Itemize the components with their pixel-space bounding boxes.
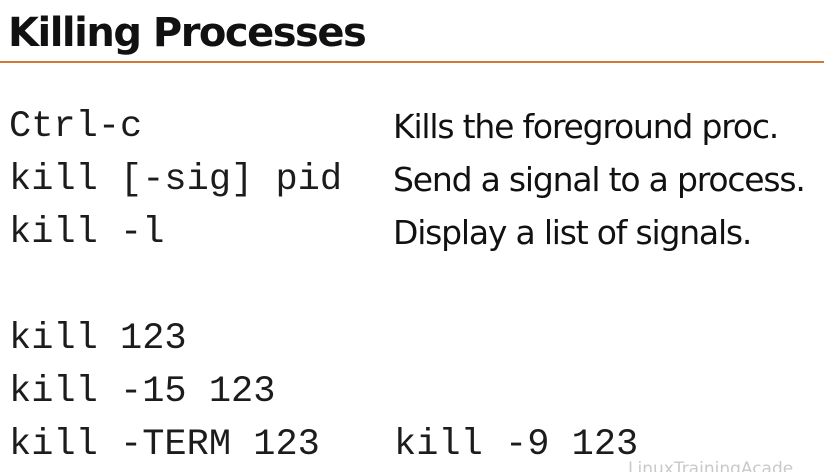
slide-title: Killing Processes	[8, 10, 367, 56]
example-kill-term-123: kill -TERM 123	[9, 424, 320, 466]
example-kill-15-123: kill -15 123	[9, 371, 276, 413]
command-ctrl-c: Ctrl-c	[9, 106, 143, 148]
command-kill-l: kill -l	[9, 212, 165, 254]
title-divider	[0, 61, 824, 63]
example-kill-9-123: kill -9 123	[394, 424, 639, 466]
command-kill-sig-pid: kill [-sig] pid	[9, 159, 343, 201]
example-kill-123: kill 123	[9, 318, 187, 360]
command-kill-sig-pid-description: Send a signal to a process.	[393, 160, 806, 199]
watermark: LinuxTrainingAcade	[628, 459, 794, 472]
command-kill-l-description: Display a list of signals.	[393, 213, 752, 252]
command-ctrl-c-description: Kills the foreground proc.	[393, 107, 779, 146]
